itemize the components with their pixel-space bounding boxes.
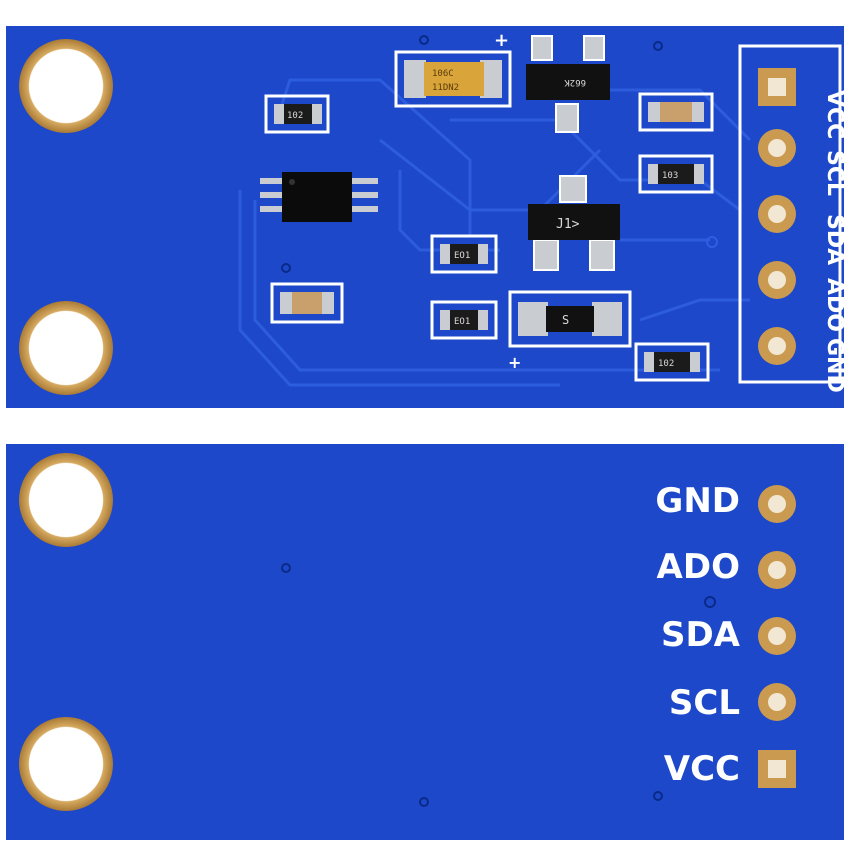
via [419, 797, 429, 807]
svg-text:103: 103 [662, 171, 678, 181]
via [704, 596, 716, 608]
silk-label-gnd: GND [822, 338, 847, 393]
plus-mark: + [494, 30, 509, 51]
svg-text:11DN2: 11DN2 [432, 83, 459, 93]
pin-label-sda: SDA [661, 615, 741, 655]
pcb-bottom-image: GND ADO SDA SCL VCC [6, 444, 844, 840]
silk-label-ado: ADO [822, 278, 847, 332]
via [281, 263, 291, 273]
transistor-j1: J1> [528, 175, 620, 271]
svg-text:106C: 106C [432, 69, 454, 79]
header-pin-hole [768, 139, 786, 157]
pin-label-scl: SCL [669, 683, 740, 723]
via [419, 35, 429, 45]
mounting-hole [19, 717, 113, 811]
pcb-top-image: VCC SCL SDA ADO GND 106C 11DN2 + [6, 26, 847, 408]
pin-hole [768, 561, 786, 579]
mounting-hole [19, 301, 113, 395]
header-pin-hole [768, 205, 786, 223]
pin-hole [768, 760, 786, 778]
header-pin-hole [768, 78, 786, 96]
silk-label-sda: SDA [822, 214, 847, 265]
mounting-hole [19, 39, 113, 133]
resistor-r5: 102 [634, 342, 710, 382]
pin-hole [768, 693, 786, 711]
capacitor-c3 [638, 92, 714, 132]
svg-text:102: 102 [658, 359, 674, 369]
via [653, 791, 663, 801]
svg-text:EO1: EO1 [454, 317, 470, 327]
pin-label-ado: ADO [657, 547, 740, 587]
via [281, 563, 291, 573]
svg-text:662K: 662K [564, 77, 586, 87]
pcb-bottom-side: GND ADO SDA SCL VCC [0, 430, 850, 850]
header-pin-hole [768, 337, 786, 355]
via [706, 236, 718, 248]
tantalum-capacitor: 106C 11DN2 [394, 50, 512, 108]
svg-text:S: S [562, 313, 569, 327]
silk-label-vcc: VCC [822, 90, 847, 139]
pin-hole [768, 495, 786, 513]
header-outline [738, 44, 842, 384]
svg-text:EO1: EO1 [454, 251, 470, 261]
via [653, 41, 663, 51]
mounting-hole [19, 453, 113, 547]
pin-label-gnd: GND [655, 481, 740, 521]
resistor-r4: 103 [638, 154, 714, 194]
resistor-r3: EO1 [430, 300, 498, 340]
pcb-substrate [6, 444, 844, 840]
pcb-top-side: VCC SCL SDA ADO GND 106C 11DN2 + [0, 0, 850, 420]
light-sensor-ic [260, 172, 378, 222]
svg-text:102: 102 [287, 111, 303, 121]
pin-hole [768, 627, 786, 645]
voltage-regulator: 662K [526, 35, 610, 133]
plus-mark: + [508, 353, 521, 372]
header-pin-hole [768, 271, 786, 289]
silk-label-scl: SCL [822, 150, 847, 196]
diode: S [508, 290, 632, 348]
svg-text:J1>: J1> [556, 217, 580, 232]
pin-label-vcc: VCC [664, 749, 740, 789]
capacitor-c2 [270, 282, 344, 324]
resistor-r1: 102 [264, 94, 330, 134]
resistor-r2: EO1 [430, 234, 498, 274]
